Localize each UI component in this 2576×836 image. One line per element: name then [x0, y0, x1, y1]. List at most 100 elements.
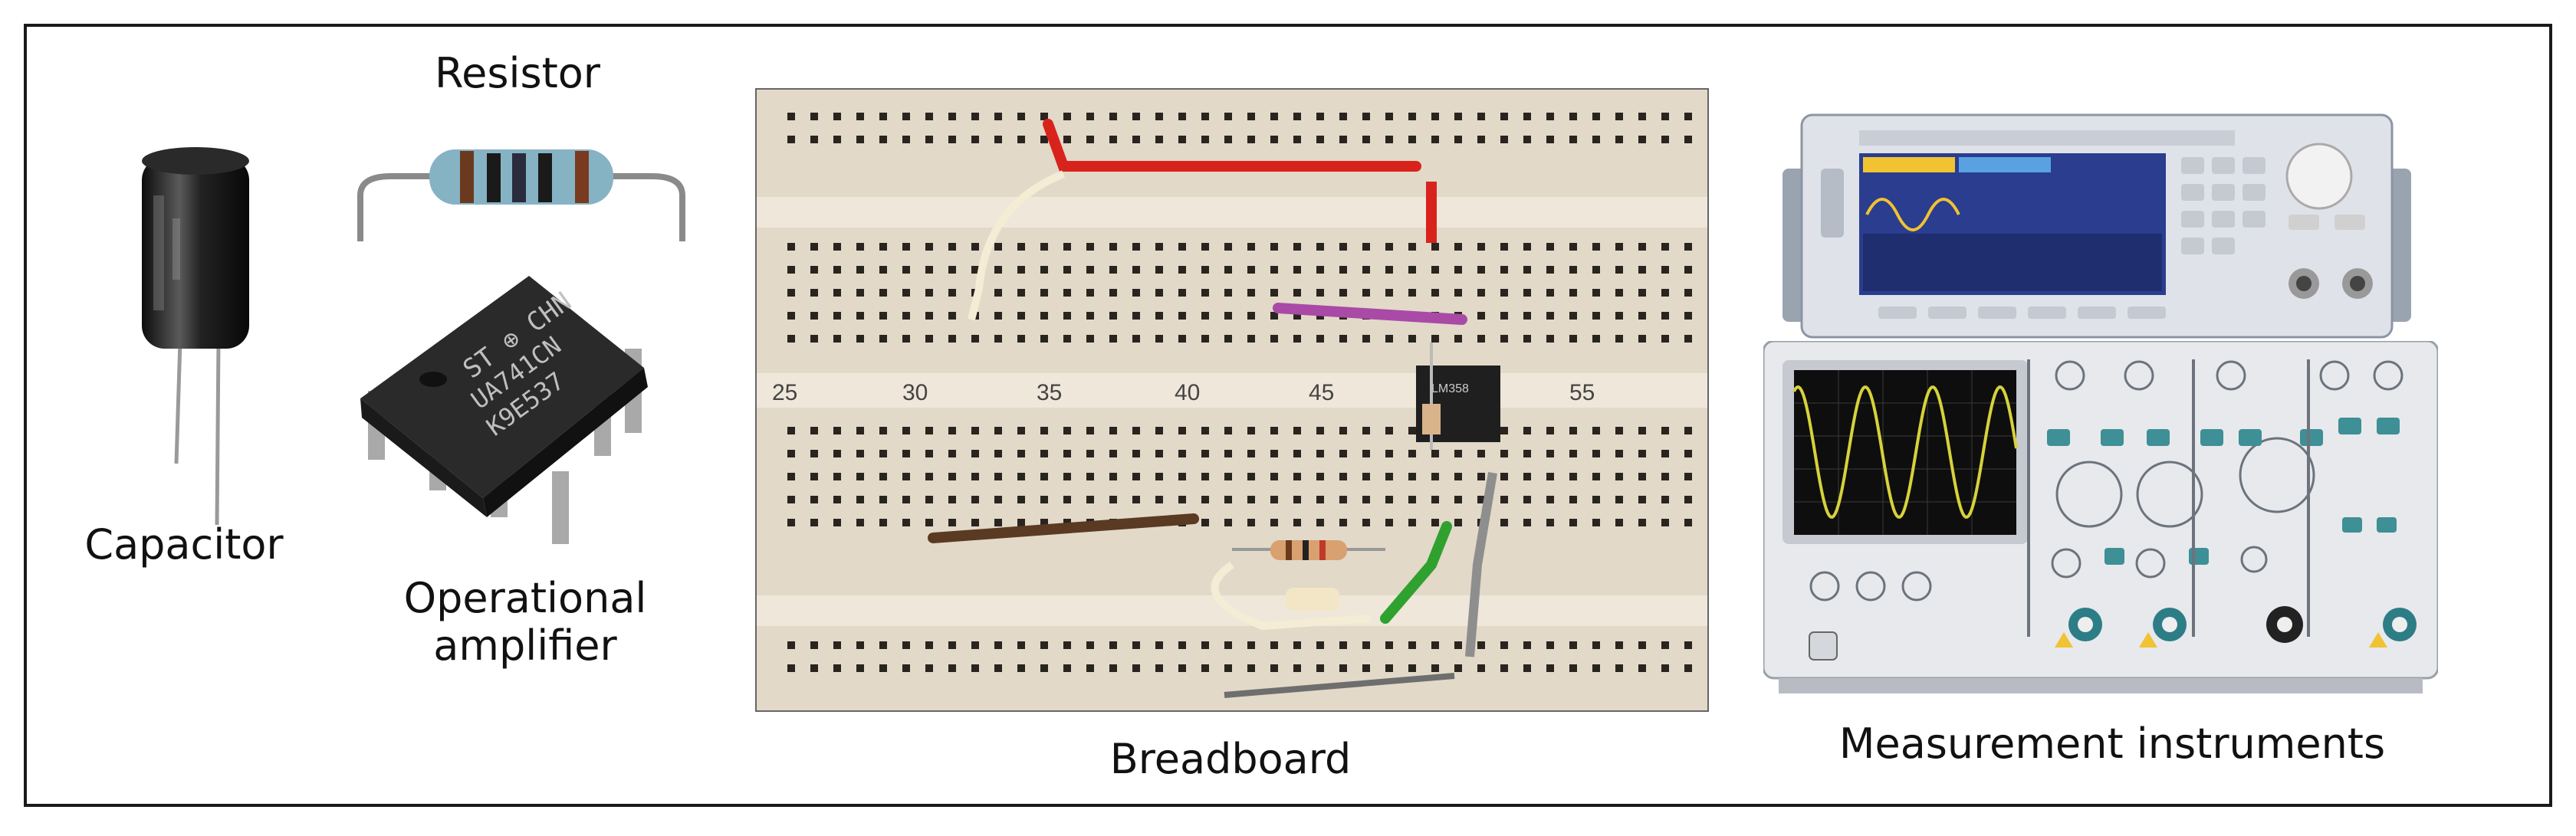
breadboard-hole [1523, 641, 1531, 649]
breadboard-hole [1178, 289, 1186, 297]
breadboard-hole [902, 289, 910, 297]
breadboard-hole [1109, 450, 1117, 457]
breadboard-hole [1017, 312, 1025, 320]
breadboard-hole [1477, 312, 1485, 320]
breadboard-hole [833, 427, 841, 434]
breadboard-hole [1063, 312, 1071, 320]
breadboard-hole [787, 641, 795, 649]
breadboard-hole [856, 664, 864, 672]
breadboard-hole [994, 335, 1002, 343]
opamp-label-line2: amplifier [433, 621, 617, 670]
breadboard-hole [1638, 427, 1646, 434]
breadboard-hole [1684, 136, 1692, 143]
breadboard-hole [1477, 243, 1485, 251]
breadboard-hole [1224, 450, 1232, 457]
breadboard-hole [1592, 289, 1600, 297]
breadboard-hole [1454, 496, 1462, 503]
breadboard-hole [787, 243, 795, 251]
breadboard-hole [971, 519, 979, 526]
breadboard-hole [994, 289, 1002, 297]
breadboard-hole [1040, 113, 1048, 120]
breadboard-hole [1224, 427, 1232, 434]
breadboard-hole [1523, 312, 1531, 320]
breadboard-hole [1661, 519, 1669, 526]
breadboard-hole [1086, 427, 1094, 434]
breadboard-hole [1063, 641, 1071, 649]
breadboard-hole [902, 664, 910, 672]
cream-wire-2 [1211, 561, 1371, 631]
breadboard-hole [971, 450, 979, 457]
breadboard-hole [1477, 450, 1485, 457]
breadboard-hole [787, 113, 795, 120]
breadboard-hole [1684, 427, 1692, 434]
breadboard-hole [1316, 136, 1324, 143]
breadboard-hole [1339, 450, 1347, 457]
breadboard-hole [1500, 312, 1508, 320]
breadboard-hole [902, 266, 910, 274]
breadboard-hole [787, 450, 795, 457]
breadboard-hole [1201, 289, 1209, 297]
breadboard-hole [1569, 289, 1577, 297]
breadboard-hole [902, 113, 910, 120]
breadboard-hole [1316, 641, 1324, 649]
breadboard-hole [971, 427, 979, 434]
breadboard-hole [902, 641, 910, 649]
breadboard-hole [1178, 243, 1186, 251]
breadboard-hole [1178, 496, 1186, 503]
breadboard-hole [994, 136, 1002, 143]
breadboard-hole [856, 496, 864, 503]
breadboard-hole [1178, 641, 1186, 649]
breadboard-hole [1293, 312, 1301, 320]
breadboard-hole [1362, 519, 1370, 526]
breadboard-hole [1454, 266, 1462, 274]
breadboard-hole [879, 335, 887, 343]
breadboard-hole [1155, 473, 1163, 480]
breadboard-hole [902, 312, 910, 320]
breadboard-hole [1615, 496, 1623, 503]
breadboard-hole [810, 450, 818, 457]
breadboard-hole [902, 473, 910, 480]
breadboard-hole [1017, 450, 1025, 457]
breadboard-hole [1293, 519, 1301, 526]
breadboard-hole [1362, 289, 1370, 297]
breadboard-hole [1684, 289, 1692, 297]
breadboard-hole [1615, 136, 1623, 143]
breadboard-hole [1155, 641, 1163, 649]
breadboard-hole [1546, 450, 1554, 457]
breadboard-hole [1178, 664, 1186, 672]
breadboard-hole [1546, 136, 1554, 143]
breadboard-hole [1684, 496, 1692, 503]
breadboard-hole [1569, 335, 1577, 343]
breadboard-hole [1408, 664, 1416, 672]
breadboard-hole [1431, 496, 1439, 503]
breadboard-hole [1316, 335, 1324, 343]
breadboard-hole [1500, 496, 1508, 503]
breadboard-hole [1362, 427, 1370, 434]
breadboard-hole [1109, 664, 1117, 672]
breadboard-hole [1454, 473, 1462, 480]
breadboard-hole [1431, 289, 1439, 297]
oscilloscope-image [1763, 341, 2438, 701]
purple-wire [1273, 303, 1467, 325]
breadboard-hole [1638, 289, 1646, 297]
breadboard-hole [994, 266, 1002, 274]
breadboard-hole [1684, 113, 1692, 120]
breadboard-hole [1155, 664, 1163, 672]
breadboard-hole [1017, 496, 1025, 503]
breadboard-hole [1155, 427, 1163, 434]
breadboard-hole [833, 335, 841, 343]
breadboard-hole [879, 450, 887, 457]
breadboard-hole [1477, 335, 1485, 343]
breadboard-hole [1063, 266, 1071, 274]
breadboard-hole [1132, 427, 1140, 434]
bb-num-30: 30 [902, 380, 928, 405]
breadboard-hole [810, 312, 818, 320]
breadboard-hole [1201, 519, 1209, 526]
breadboard-hole [856, 427, 864, 434]
breadboard-hole [925, 664, 933, 672]
breadboard-hole [1178, 450, 1186, 457]
breadboard-hole [1638, 335, 1646, 343]
breadboard-hole [1500, 136, 1508, 143]
breadboard-hole [1339, 473, 1347, 480]
breadboard-hole [1454, 243, 1462, 251]
